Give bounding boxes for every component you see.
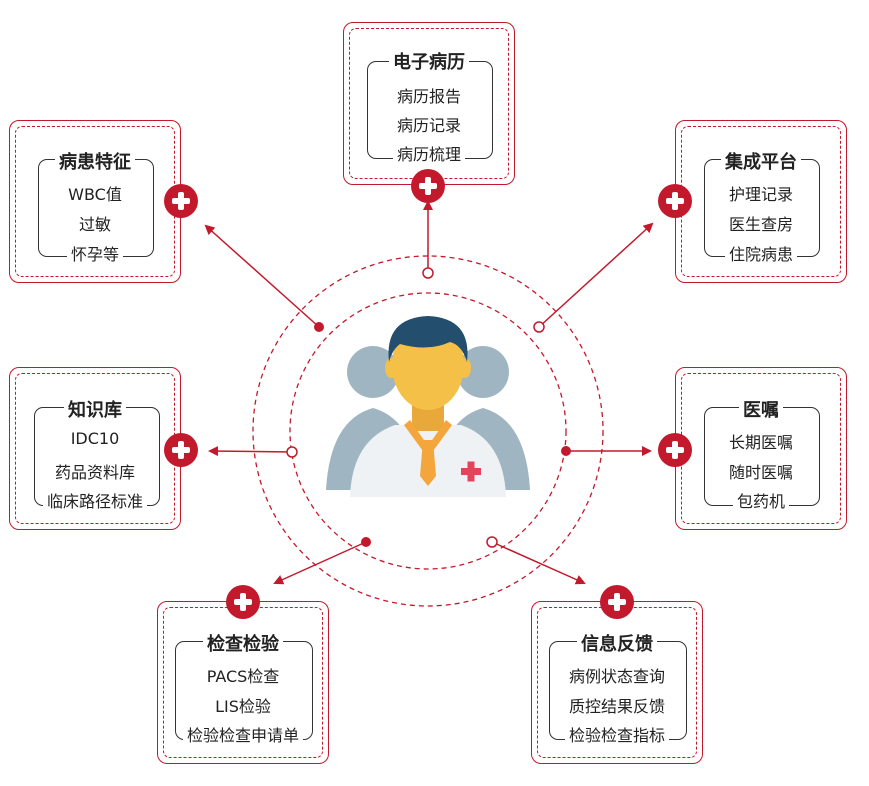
card-feedback-item: 质控结果反馈 xyxy=(532,693,702,717)
card-feedback-item: 病例状态查询 xyxy=(532,663,702,687)
card-inspection-title: 检查检验 xyxy=(158,630,328,656)
arrow-inspection xyxy=(273,541,367,585)
outer-ring xyxy=(252,255,604,607)
card-emr-title: 电子病历 xyxy=(344,48,514,74)
node-top xyxy=(422,267,434,279)
card-inspection-item: LIS检验 xyxy=(158,693,328,717)
plus-icon-knowledge xyxy=(164,433,198,467)
plus-icon-platform xyxy=(658,184,692,218)
node-lower-right xyxy=(486,536,498,548)
card-patient-item: 怀孕等 xyxy=(10,241,180,265)
card-platform-item: 护理记录 xyxy=(676,181,846,205)
card-patient-item: 过敏 xyxy=(10,211,180,235)
arrow-feedback xyxy=(491,541,586,585)
plus-icon-inspection xyxy=(226,585,260,619)
plus-icon-feedback xyxy=(600,585,634,619)
card-emr: 电子病历 病历报告 病历记录 病历梳理 xyxy=(343,22,515,185)
card-knowledge-item: 临床路径标准 xyxy=(10,488,180,512)
card-orders-title: 医嘱 xyxy=(676,396,846,422)
card-feedback-title: 信息反馈 xyxy=(532,630,702,656)
card-orders-item: 包药机 xyxy=(676,488,846,512)
card-platform: 集成平台 护理记录 医生查房 住院病患 xyxy=(675,120,847,283)
card-emr-item: 病历记录 xyxy=(344,112,514,136)
card-knowledge: 知识库 IDC10 药品资料库 临床路径标准 xyxy=(9,367,181,530)
card-platform-title: 集成平台 xyxy=(676,148,846,174)
node-left xyxy=(286,446,298,458)
doctor-team-icon xyxy=(326,316,530,497)
node-upper-left xyxy=(314,322,324,332)
card-knowledge-item: IDC10 xyxy=(10,429,180,448)
card-feedback-item: 检验检查指标 xyxy=(532,722,702,746)
plus-icon-orders xyxy=(658,433,692,467)
card-inspection-item: PACS检查 xyxy=(158,663,328,687)
node-lower-left xyxy=(361,537,371,547)
inner-ring xyxy=(289,292,567,570)
card-orders-item: 长期医嘱 xyxy=(676,429,846,453)
card-emr-item: 病历梳理 xyxy=(344,141,514,165)
node-right xyxy=(561,446,571,456)
card-feedback: 信息反馈 病例状态查询 质控结果反馈 检验检查指标 xyxy=(531,601,703,764)
card-orders: 医嘱 长期医嘱 随时医嘱 包药机 xyxy=(675,367,847,530)
plus-icon-emr xyxy=(411,169,445,203)
card-platform-item: 医生查房 xyxy=(676,211,846,235)
card-patient-title: 病患特征 xyxy=(10,148,180,174)
card-platform-item: 住院病患 xyxy=(676,241,846,265)
arrow-platform xyxy=(538,222,654,328)
card-inspection-item: 检验检查申请单 xyxy=(158,722,328,746)
card-emr-item: 病历报告 xyxy=(344,83,514,107)
card-knowledge-title: 知识库 xyxy=(10,396,180,422)
node-upper-right xyxy=(533,321,545,333)
arrow-patient xyxy=(204,224,320,328)
card-patient-item: WBC值 xyxy=(10,181,180,205)
plus-icon-patient xyxy=(164,184,198,218)
card-orders-item: 随时医嘱 xyxy=(676,459,846,483)
card-patient: 病患特征 WBC值 过敏 怀孕等 xyxy=(9,120,181,283)
card-knowledge-item: 药品资料库 xyxy=(10,459,180,483)
card-inspection: 检查检验 PACS检查 LIS检验 检验检查申请单 xyxy=(157,601,329,764)
arrow-knowledge xyxy=(208,446,293,457)
